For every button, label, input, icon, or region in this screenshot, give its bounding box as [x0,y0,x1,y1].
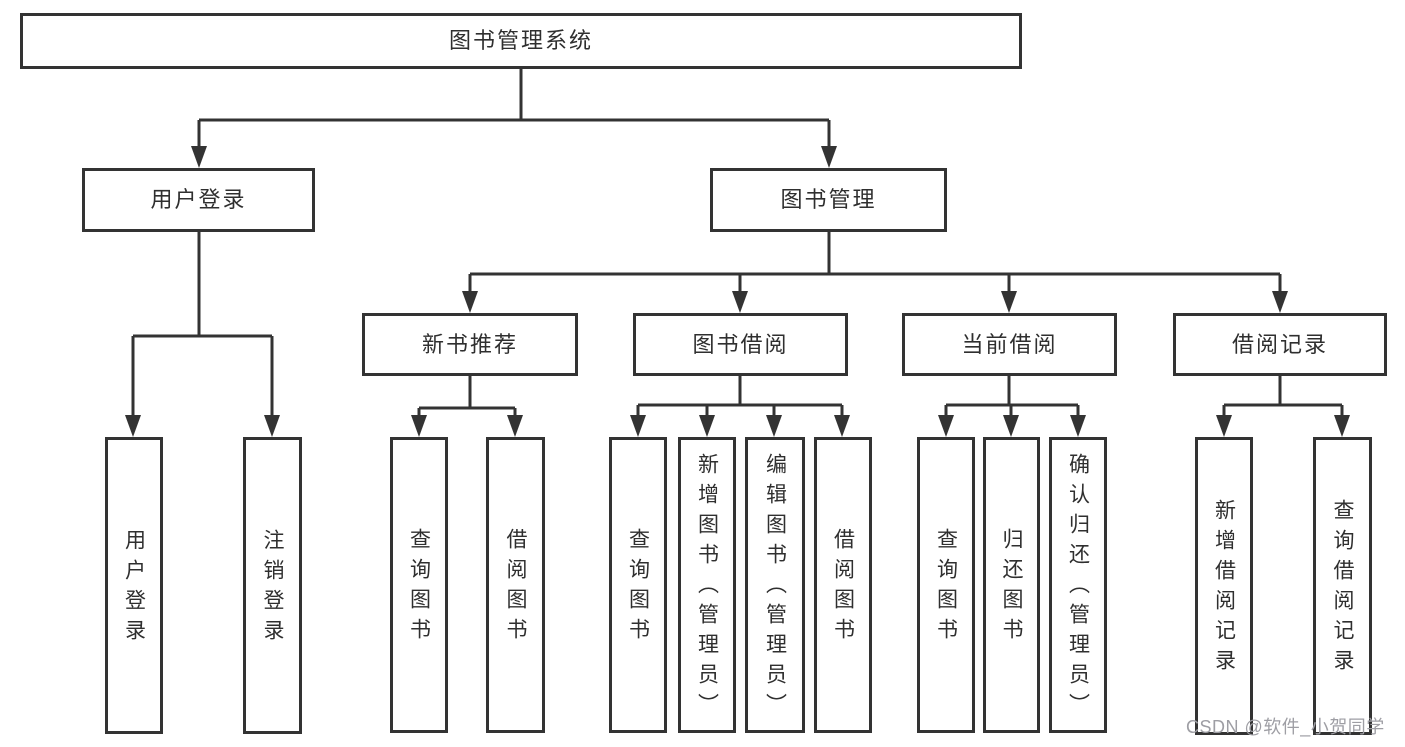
leaf-borrow-books-recommend: 借阅图书 [486,437,545,733]
node-borrowing-records: 借阅记录 [1173,313,1387,376]
leaf-borrow-books-borrowing: 借阅图书 [814,437,872,733]
node-new-book-recommend: 新书推荐 [362,313,578,376]
leaf-add-books-admin: 新增图书（管理员） [678,437,736,733]
leaf-query-books-current: 查询图书 [917,437,975,733]
node-book-borrowing: 图书借阅 [633,313,848,376]
arrowheads [125,146,1350,437]
leaf-return-books: 归还图书 [983,437,1040,733]
leaf-add-borrow-record: 新增借阅记录 [1195,437,1253,735]
node-current-borrowing: 当前借阅 [902,313,1117,376]
leaf-confirm-return-admin: 确认归还（管理员） [1049,437,1107,733]
leaf-logout: 注销登录 [243,437,302,734]
leaf-query-books-borrowing: 查询图书 [609,437,667,733]
leaf-query-borrow-record: 查询借阅记录 [1313,437,1372,735]
node-user-login: 用户登录 [82,168,315,232]
leaf-user-login: 用户登录 [105,437,163,734]
watermark: CSDN @软件_小贺同学 [1186,717,1385,737]
node-library-management-system: 图书管理系统 [20,13,1022,69]
leaf-query-books-recommend: 查询图书 [390,437,448,733]
node-book-management: 图书管理 [710,168,947,232]
leaf-edit-books-admin: 编辑图书（管理员） [745,437,805,733]
